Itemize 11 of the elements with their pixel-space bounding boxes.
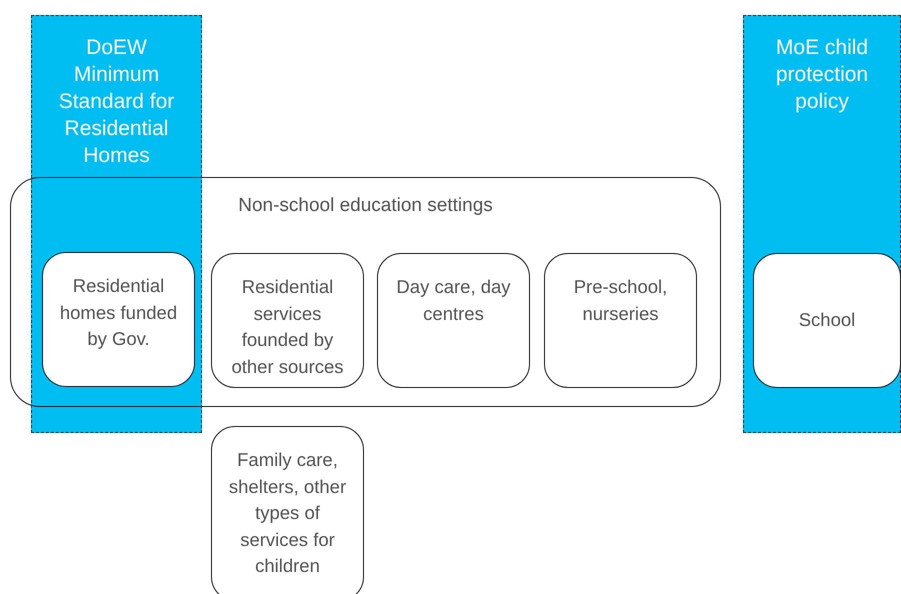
policy-title: MoE child protection policy — [774, 35, 870, 115]
policy-title: DoEW Minimum Standard for Residential Homes — [58, 35, 176, 169]
setting-box: Day care, day centres — [377, 253, 530, 388]
setting-box: Residential homes funded by Gov. — [42, 252, 195, 387]
setting-box: Family care, shelters, other types of services for children — [211, 426, 364, 594]
setting-group-frame — [10, 177, 721, 407]
setting-box: Residential services founded by other sources — [211, 253, 364, 388]
policy-band — [743, 15, 901, 433]
setting-box: Pre-school, nurseries — [544, 253, 697, 388]
setting-box: School — [753, 253, 901, 388]
group-title: Non-school education settings — [237, 195, 494, 217]
